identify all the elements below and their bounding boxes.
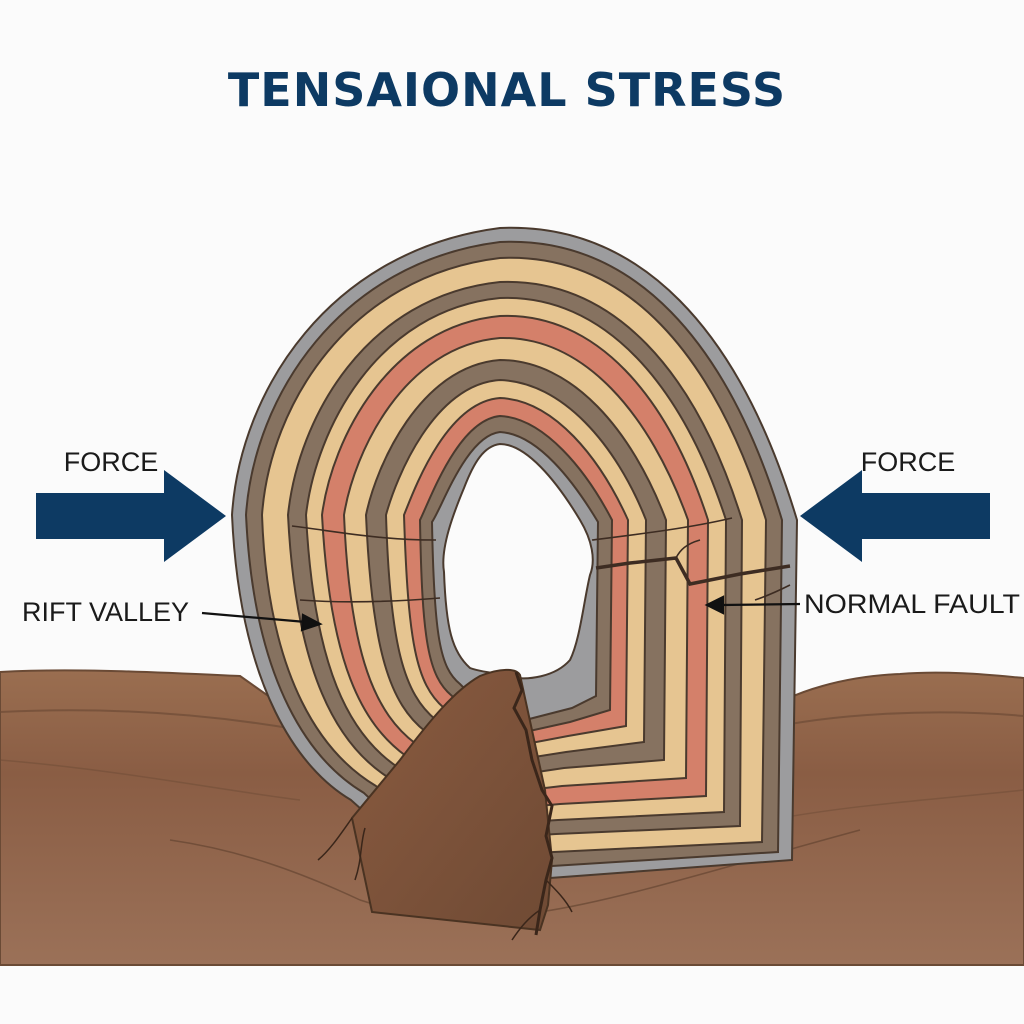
force-label-right: FORCE (861, 447, 956, 477)
rift-wedge-block (350, 668, 554, 932)
rift-valley-pointer-head (300, 613, 323, 632)
rift-valley-label: RIFT VALLEY (22, 597, 189, 627)
wedge-crack (512, 671, 554, 936)
diagram-title: TENSAIONAL STRESS (228, 63, 786, 117)
force-arrow-left (36, 470, 226, 562)
normal-fault-line (595, 556, 791, 586)
label-pointers (201, 595, 801, 632)
rift-valley-pointer (201, 611, 307, 624)
fault-trace-left-upper (291, 525, 437, 541)
fault-trace-left-lower (299, 597, 441, 603)
normal-fault-pointer-head (704, 595, 725, 615)
force-label-left: FORCE (64, 447, 159, 477)
arch-opening (442, 442, 594, 680)
ground-deep-layer (0, 759, 1024, 821)
normal-fault-label: NORMAL FAULT (804, 589, 1020, 619)
fault-splay (675, 539, 791, 601)
normal-fault-pointer (721, 602, 801, 607)
force-arrow-right (800, 470, 990, 562)
fault-trace-right-upper (591, 517, 733, 541)
folded-rock-layers (230, 226, 799, 882)
wedge-crack-branches (317, 817, 573, 941)
fault-lines (291, 517, 791, 603)
